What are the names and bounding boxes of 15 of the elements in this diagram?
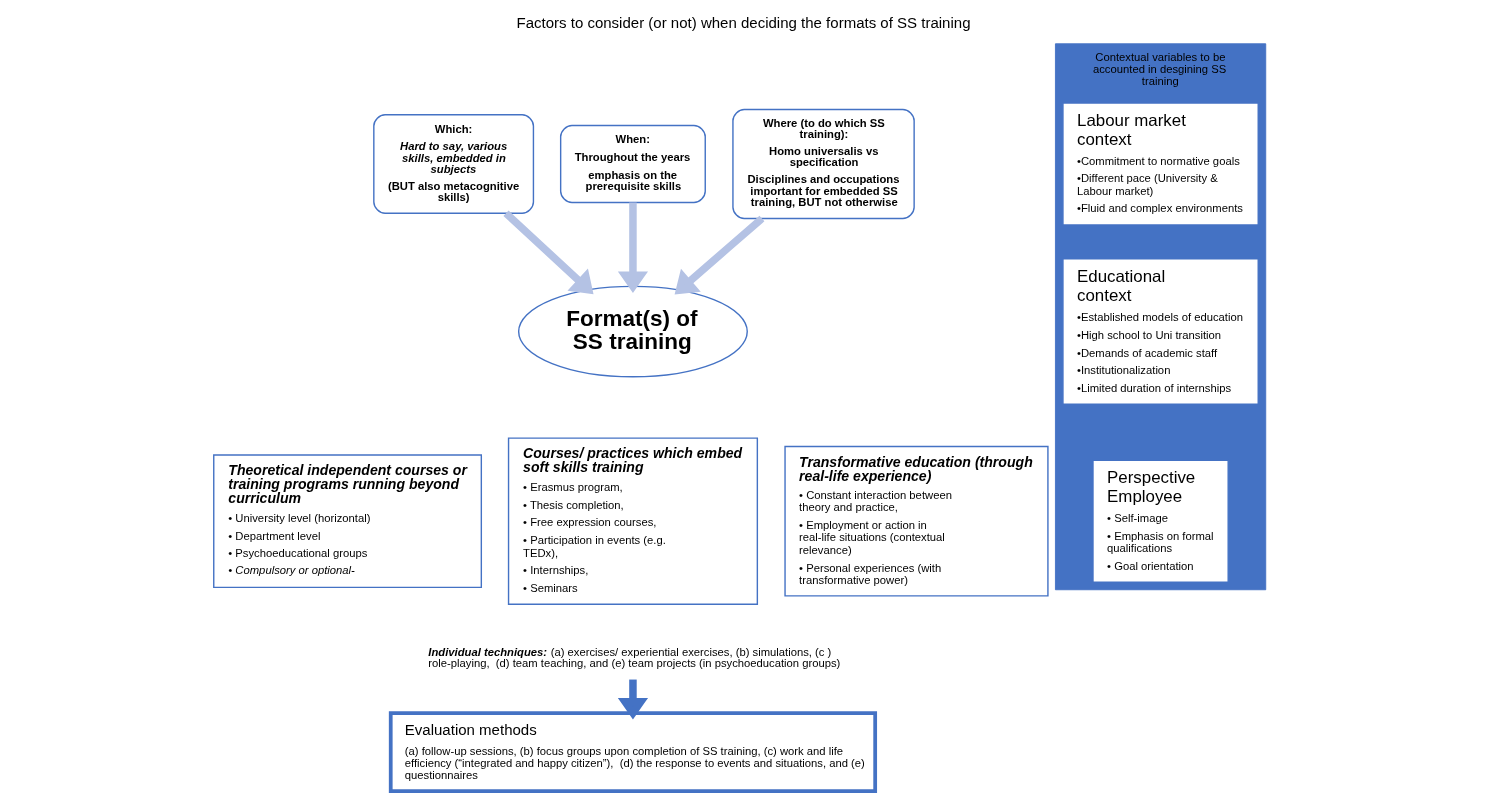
node-text: Individual techniques: (a) exercises/ experiential exercises, (b) simulations, (c ) role-playing, (d) team teaching, and (e) team projects (in psychoeducation groups) <box>427 645 840 669</box>
node-box: Courses/ practices which embed soft skills training • Erasmus program, • Thesis completion, • Free expression courses, • Participation in events (e.g. TEDx), • Internships, • Seminars <box>507 437 758 605</box>
node-box: Perspective Employee • Self-image • Emphasis on formal qualifications • Goal orientation <box>1091 459 1229 583</box>
node-box: Where (to do which SS training): Homo universalis vs specification Disciplines and occupations important for embedded SS training, BUT not otherwise <box>731 108 915 220</box>
arrow <box>502 210 594 295</box>
node-box: When: Throughout the years emphasis on the prerequisite skills <box>559 124 706 204</box>
node-box: Transformative education (through real-life experience) • Constant interaction between theory and practice, • Employment or action in real-life situations (contextual relevance) • Personal experiences (with transformative power) <box>783 445 1049 597</box>
node-box: Educational context •Established models of education •High school to Uni transition •Demands of academic staff •Institutionalization •Limited duration of internships <box>1061 258 1259 406</box>
node-box: Labour market context •Commitment to normative goals •Different pace (University & Labour market) •Fluid and complex environments <box>1061 102 1259 226</box>
diagram-title: Factors to consider (or not) when deciding the formats of SS training <box>515 13 971 31</box>
node-box: Theoretical independent courses or training programs running beyond curriculum • University level (horizontal) • Department level • Psychoeducational groups • Compulsory or optional- <box>212 454 482 589</box>
node-ellipse: Format(s) of SS training <box>517 285 748 378</box>
node-box: Evaluation methods (a) follow-up sessions, (b) focus groups upon completion of SS training, (c) work and life efficiency (“integrated and happy citizen”), (d) the response to events and situations, and (e) questionnaires <box>388 711 877 793</box>
arrow <box>674 215 764 295</box>
node-box: Which: Hard to say, various skills, embedded in subjects (BUT also metacognitive skills) <box>372 113 534 214</box>
